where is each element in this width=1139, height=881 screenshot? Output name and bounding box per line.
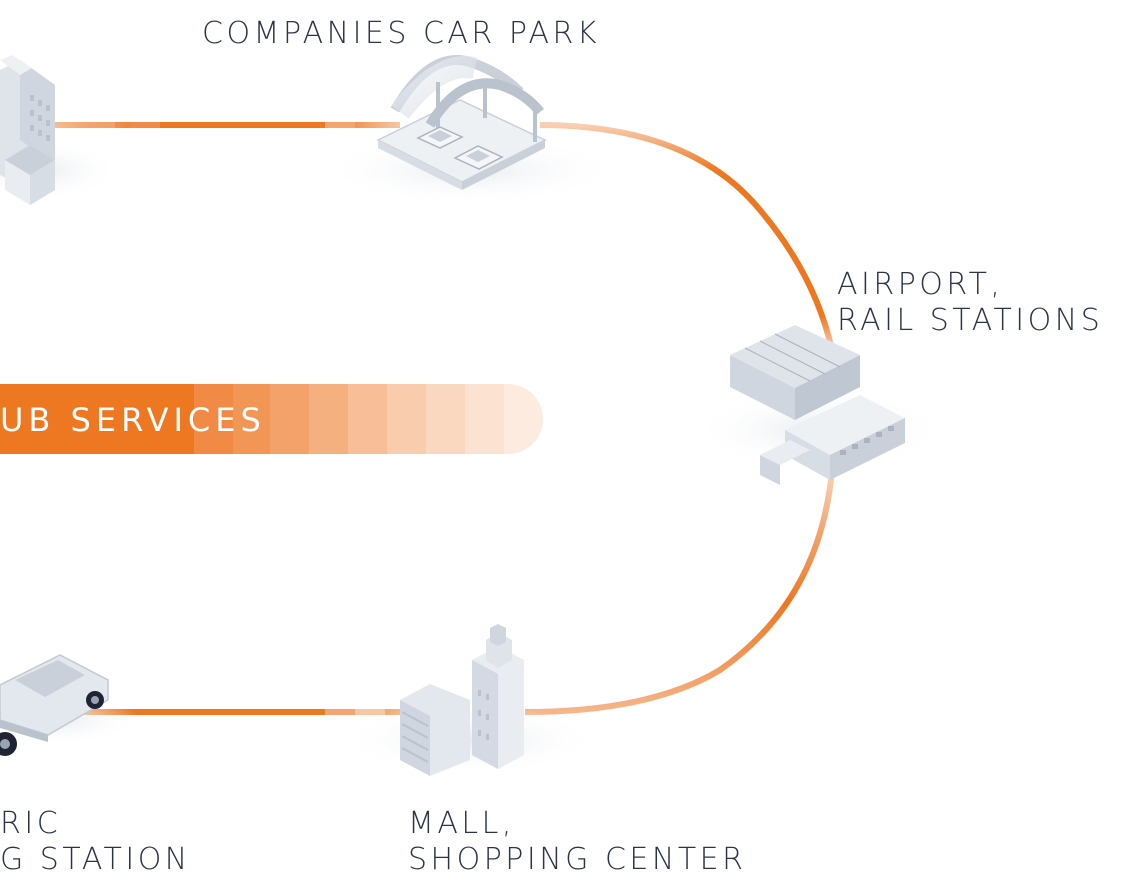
hub-bar-base [0,384,195,454]
hub-bar-segment [348,384,388,454]
hub-services-bar [0,384,543,454]
hub-bar-segment [270,384,310,454]
hub-bar-segment [465,384,505,454]
car-park-label-line: COMPANIES CAR PARK [202,16,601,51]
mall-label-line-1: MALL, [408,806,515,841]
route-top-dash-light-3 [325,122,355,128]
airport-terminal-icon [690,325,950,485]
route-bottom-line [60,709,420,715]
route-top-dash-light [85,122,115,128]
parked-car-icon [416,126,464,149]
hub-services-text: UB SERVICES [0,401,266,439]
hub-bar-rounded-end [504,384,543,454]
office-building-icon [0,55,120,205]
airport-label-line-2: RAIL STATIONS [837,303,1104,338]
route-top-line [40,122,400,128]
route-right-lower-arc [524,469,835,715]
companies-car-park-label: COMPANIES CAR PARK [202,16,600,52]
hub-bar-segment [233,384,271,454]
route-bottom-dash-light [325,709,355,715]
route-top-dash-light-2 [130,122,160,128]
route-bottom-dash-light-2 [355,709,385,715]
electric-charging-station-label: RIC G STATION [0,806,191,878]
hub-bar-segment [194,384,234,454]
hub-bar-segment [426,384,466,454]
airport-label-line-1: AIRPORT, [837,267,1004,302]
mall-tower-icon [340,624,600,776]
route-lines [40,122,835,715]
mall-label-line-2: SHOPPING CENTER [408,842,747,877]
electric-label-line-1: RIC [0,806,62,841]
car-park-canopy-icon [320,55,620,205]
mall-shopping-center-label: MALL, SHOPPING CENTER [408,806,746,878]
route-right-upper-arc [539,122,835,351]
electric-label-line-2: G STATION [0,842,191,877]
airport-rail-stations-label: AIRPORT, RAIL STATIONS [837,267,1103,339]
hub-bar-segment [309,384,349,454]
parked-car-icon [453,145,504,170]
hub-bar-segment [387,384,427,454]
electric-car-icon [0,654,140,756]
